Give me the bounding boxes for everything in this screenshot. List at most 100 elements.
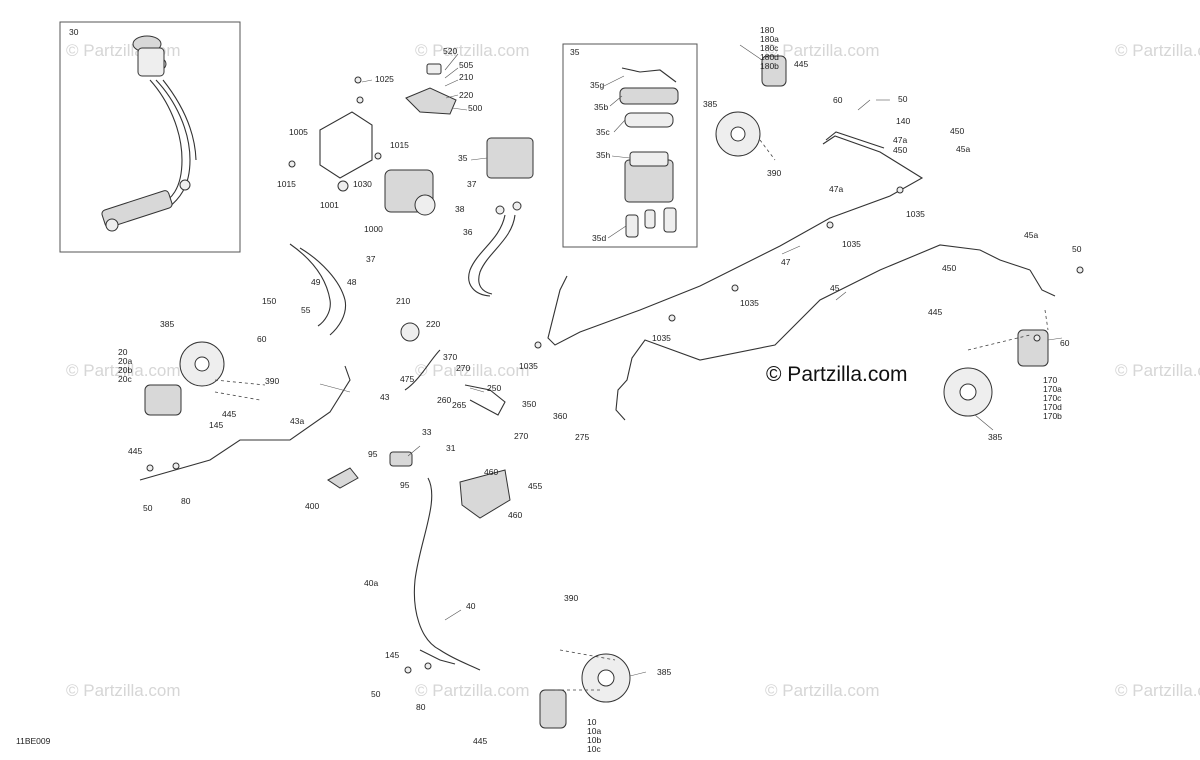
brake-disc-rear-right[interactable] [943, 367, 993, 417]
callout-label: 170d [1043, 402, 1062, 412]
callout-label: 180b [760, 61, 779, 71]
callout-label: 450 [893, 145, 907, 155]
callout-label: 10b [587, 735, 601, 745]
caliper-170[interactable] [1017, 329, 1049, 367]
callout-label: 1005 [289, 127, 308, 137]
callout-label: 40 [466, 601, 476, 611]
callout-label: 385 [703, 99, 717, 109]
callout-label: 35g [590, 80, 604, 90]
callout-label: 1015 [390, 140, 409, 150]
callout-label: 49 [311, 277, 321, 287]
assembly-guides [214, 139, 1049, 691]
callout-label: 35b [594, 102, 608, 112]
callout-label: 180c [760, 43, 779, 53]
callout-label: 180d [760, 52, 779, 62]
callout-label: 150 [262, 296, 276, 306]
callout-label: 445 [794, 59, 808, 69]
brake-lines [139, 131, 1056, 671]
callout-label: 220 [459, 90, 473, 100]
callout-label: 55 [301, 305, 311, 315]
callout-label: 43 [380, 392, 390, 402]
pedal-bracket-500[interactable] [405, 63, 457, 115]
callout-label: 1000 [364, 224, 383, 234]
brake-disc-front-left[interactable] [581, 653, 631, 703]
callout-label: 505 [459, 60, 473, 70]
callout-label: 10c [587, 744, 601, 754]
callout-label: 40a [364, 578, 378, 588]
reservoir-parts-35[interactable] [619, 67, 679, 238]
watermark: © Partzilla.com [66, 681, 181, 700]
callout-label: 47 [781, 257, 791, 267]
callout-label: 170c [1043, 393, 1062, 403]
callout-label: 170b [1043, 411, 1062, 421]
master-cylinder-30[interactable] [101, 35, 197, 232]
diagram-code: 11BE009 [16, 736, 51, 746]
heat-shield-455[interactable] [459, 469, 511, 519]
callout-label: 400 [305, 501, 319, 511]
caliper-20[interactable] [144, 384, 182, 416]
callout-label: 45 [830, 283, 840, 293]
callout-label: 1030 [353, 179, 372, 189]
callout-label: 45a [956, 144, 970, 154]
brake-line-43 [139, 365, 351, 481]
callout-label: 385 [160, 319, 174, 329]
callout-labels: 30 35 35g 35b 35c 35h 35d 520 505 210 22… [69, 25, 1082, 754]
watermark: © Partzilla.com [1115, 681, 1200, 700]
brake-disc-front-right[interactable] [715, 111, 761, 157]
callout-label: 145 [385, 650, 399, 660]
callout-label: 445 [128, 446, 142, 456]
reservoir-35[interactable] [468, 137, 534, 297]
callout-label: 80 [416, 702, 426, 712]
bracket-1005[interactable] [146, 186, 1084, 674]
callout-label: 385 [657, 667, 671, 677]
callout-label: 20a [118, 356, 132, 366]
callout-label: 45a [1024, 230, 1038, 240]
callout-label: 210 [459, 72, 473, 82]
callout-label: 80 [181, 496, 191, 506]
leader-lines [319, 44, 1063, 677]
callout-label: 95 [400, 480, 410, 490]
callout-label: 270 [514, 431, 528, 441]
callout-label: 145 [209, 420, 223, 430]
callout-label: 60 [257, 334, 267, 344]
pedal-assembly-250[interactable] [327, 322, 506, 489]
master-cylinder-box [59, 21, 241, 253]
callout-label: 360 [553, 411, 567, 421]
callout-label: 47a [893, 135, 907, 145]
callout-label: 31 [446, 443, 456, 453]
callout-label: 43a [290, 416, 304, 426]
callout-label: 520 [443, 46, 457, 56]
callout-label: 37 [366, 254, 376, 264]
brake-line-45 [615, 244, 1031, 421]
callout-label: 445 [928, 307, 942, 317]
callout-label: 460 [484, 467, 498, 477]
callout-label: 35 [570, 47, 580, 57]
brake-line-49-48 [299, 247, 347, 336]
callout-label: 60 [1060, 338, 1070, 348]
callout-label: 95 [368, 449, 378, 459]
watermark-layer: © Partzilla.com © Partzilla.com © Partzi… [66, 41, 1200, 700]
callout-label: 460 [508, 510, 522, 520]
brake-line-47 [547, 135, 924, 346]
callout-label: 50 [898, 94, 908, 104]
callout-label: 37 [467, 179, 477, 189]
callout-label: 350 [522, 399, 536, 409]
callout-label: 10 [587, 717, 597, 727]
callout-label: 1035 [906, 209, 925, 219]
caliper-10[interactable] [539, 689, 567, 729]
brake-disc-rear-left[interactable] [179, 341, 225, 387]
callout-label: 35h [596, 150, 610, 160]
callout-label: 20b [118, 365, 132, 375]
callout-label: 50 [1072, 244, 1082, 254]
callout-label: 450 [942, 263, 956, 273]
callout-label: 370 [443, 352, 457, 362]
callout-label: 445 [222, 409, 236, 419]
callout-label: 50 [143, 503, 153, 513]
callout-label: 220 [426, 319, 440, 329]
callout-label: 475 [400, 374, 414, 384]
reservoir-box [562, 43, 698, 248]
caliper-180[interactable] [761, 55, 787, 87]
abs-module-1000[interactable] [288, 76, 436, 216]
callout-label: 260 [437, 395, 451, 405]
